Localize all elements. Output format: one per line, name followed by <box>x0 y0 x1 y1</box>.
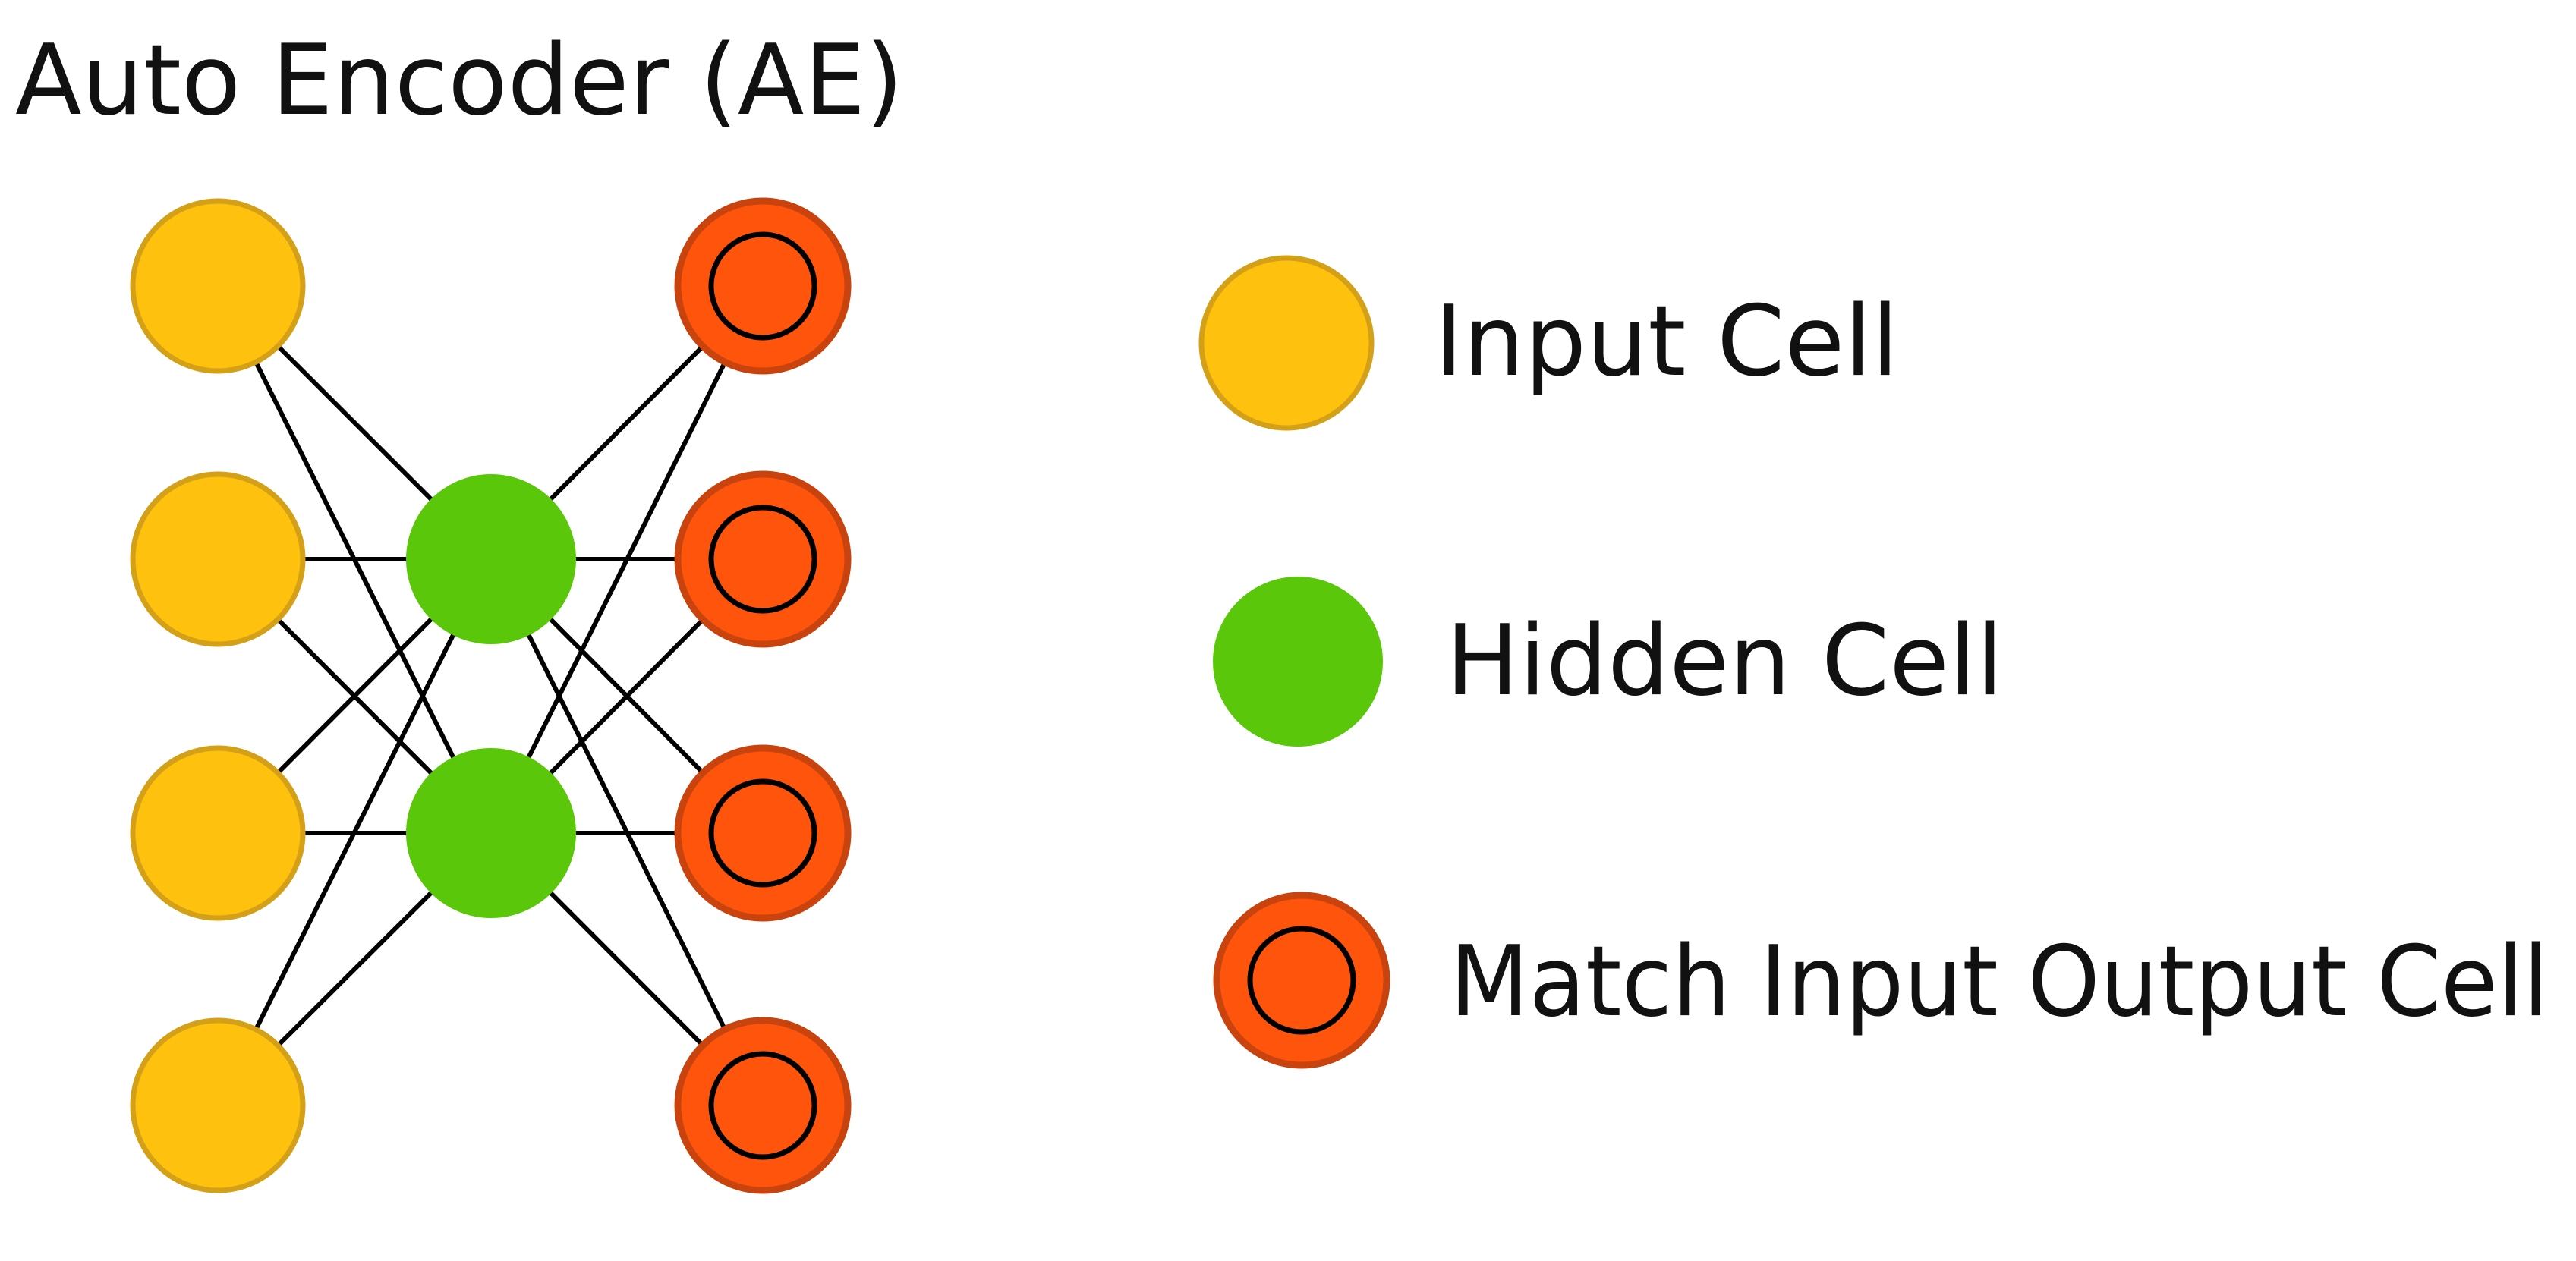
legend-swatch-hidden-cell <box>1213 577 1383 747</box>
match-output-cell-4 <box>674 1017 852 1194</box>
legend-label-input-cell: Input Cell <box>1434 285 1898 398</box>
diagram-title: Auto Encoder (AE) <box>15 24 903 137</box>
legend: Input Cell Hidden Cell Match Input Outpu… <box>1198 255 2549 1069</box>
input-cell-1 <box>130 198 306 374</box>
legend-label-match-input-output-cell: Match Input Output Cell <box>1450 926 2549 1039</box>
legend-label-hidden-cell: Hidden Cell <box>1446 605 2003 718</box>
legend-swatch-match-input-output-cell <box>1213 892 1390 1069</box>
edge-hidden-2-to-output-1 <box>489 285 765 835</box>
input-cell-3 <box>130 745 306 921</box>
hidden-cell-1 <box>406 474 576 644</box>
match-output-cell-3 <box>674 744 852 922</box>
edge-input-4-to-hidden-1 <box>216 558 493 1107</box>
input-cell-2 <box>130 471 306 647</box>
network-nodes <box>130 197 852 1194</box>
hidden-cell-2 <box>406 748 576 918</box>
match-output-cell-2 <box>674 470 852 648</box>
network-connections <box>216 284 765 1108</box>
legend-item-hidden-cell: Hidden Cell <box>1213 577 2003 747</box>
match-output-cell-1 <box>674 197 852 375</box>
legend-swatch-input-cell <box>1198 255 1375 431</box>
input-cell-4 <box>130 1017 306 1193</box>
legend-item-match-input-output-cell: Match Input Output Cell <box>1213 892 2549 1069</box>
legend-item-input-cell: Input Cell <box>1198 255 1898 431</box>
